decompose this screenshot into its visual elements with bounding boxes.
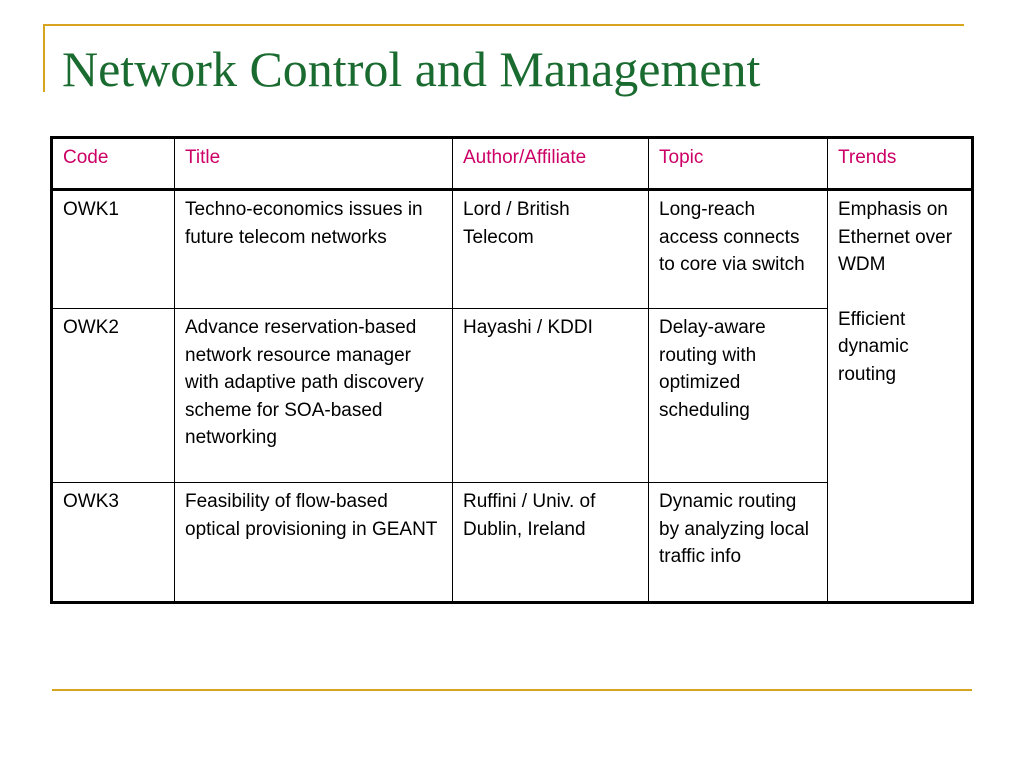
- cell-author: Lord / British Telecom: [452, 189, 649, 309]
- slide-title: Network Control and Management: [62, 41, 761, 97]
- cell-author: Hayashi / KDDI: [452, 308, 649, 483]
- cell-topic: Delay-aware routing with optimized sched…: [648, 308, 828, 483]
- cell-topic: Long-reach access connects to core via s…: [648, 189, 828, 309]
- table-row: OWK1 Techno-economics issues in future t…: [51, 189, 973, 603]
- header-code: Code: [51, 137, 175, 190]
- table-row: OWK2 Advance reservation-based network r…: [51, 308, 973, 483]
- header-title: Title: [174, 137, 453, 190]
- top-accent-rule: [43, 24, 964, 26]
- cell-title: Techno-economics issues in future teleco…: [174, 189, 453, 309]
- header-author: Author/Affiliate: [452, 137, 649, 190]
- trend-spacer: [838, 279, 961, 306]
- trend-item: Emphasis on Ethernet over WDM: [838, 199, 953, 275]
- cell-trends: Emphasis on Ethernet over WDM Efficient …: [827, 189, 973, 603]
- header-trends: Trends: [827, 137, 973, 190]
- table-row: OWK3 Feasibility of flow-based optical p…: [51, 482, 973, 603]
- cell-code: OWK1: [51, 189, 175, 309]
- cell-author: Ruffini / Univ. of Dublin, Ireland: [452, 482, 649, 603]
- cell-topic: Dynamic routing by analyzing local traff…: [648, 482, 828, 603]
- papers-table: Code Title Author/Affiliate Topic Trends…: [50, 136, 974, 604]
- cell-title: Feasibility of flow-based optical provis…: [174, 482, 453, 603]
- header-topic: Topic: [648, 137, 828, 190]
- bottom-accent-rule: [52, 689, 972, 691]
- trend-item: Efficient dynamic routing: [838, 308, 909, 385]
- cell-code: OWK3: [51, 482, 175, 603]
- table-header-row: Code Title Author/Affiliate Topic Trends: [51, 137, 973, 190]
- cell-title: Advance reservation-based network resour…: [174, 308, 453, 483]
- left-accent-rule: [43, 24, 45, 92]
- cell-code: OWK2: [51, 308, 175, 483]
